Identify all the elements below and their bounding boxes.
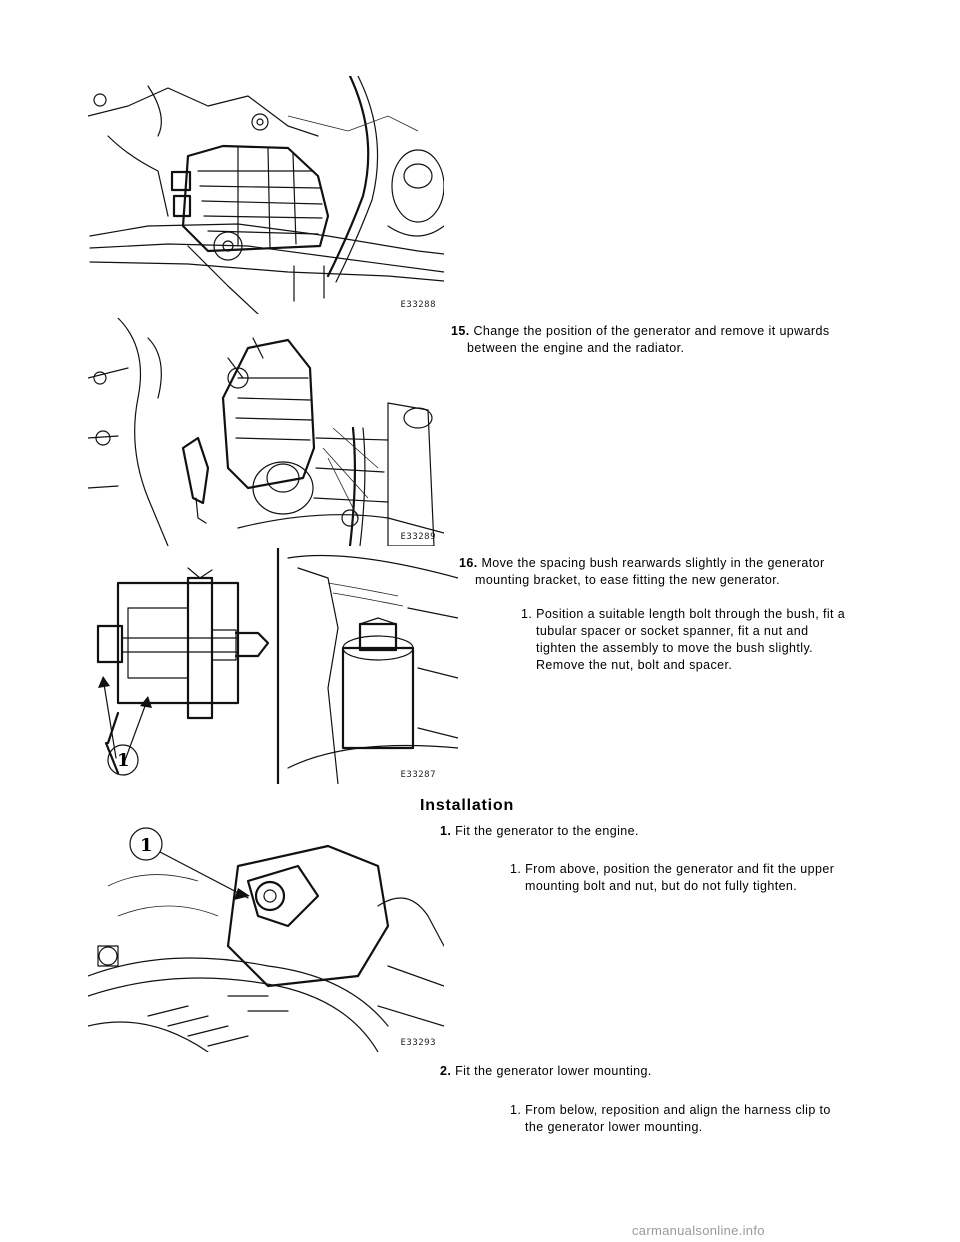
install-step-1: 1. Fit the generator to the engine. <box>440 823 880 840</box>
substep-16-1: 1. Position a suitable length bolt throu… <box>521 606 901 674</box>
watermark: carmanualsonline.info <box>632 1223 765 1238</box>
generator-removal-illustration: E33289 <box>88 318 444 546</box>
step-text: Move the spacing bush rearwards slightly… <box>481 556 825 570</box>
step-text: Fit the generator to the engine. <box>455 824 639 838</box>
spacing-bush-drawing: 1 <box>96 548 458 784</box>
step-text-cont: between the engine and the radiator. <box>467 341 685 355</box>
step-15: 15. Change the position of the generator… <box>451 323 891 357</box>
step-text-cont: mounting bracket, to ease fitting the ne… <box>475 573 781 587</box>
step-text: Change the position of the generator and… <box>473 324 830 338</box>
step-number: 2. <box>440 1064 452 1078</box>
substep-text-cont: the generator lower mounting. <box>525 1120 703 1134</box>
generator-top-view-illustration: E33288 <box>88 76 444 314</box>
substep-text-cont: mounting bolt and nut, but do not fully … <box>525 879 798 893</box>
step-text: Fit the generator lower mounting. <box>455 1064 652 1078</box>
substep-text: 1. Position a suitable length bolt throu… <box>521 607 846 621</box>
figure-code: E33287 <box>400 770 436 780</box>
substep-text-cont: tubular spacer or socket spanner, fit a … <box>536 624 809 638</box>
upper-mounting-illustration: 1 E33293 <box>88 826 444 1052</box>
step-16: 16. Move the spacing bush rearwards slig… <box>459 555 899 589</box>
callout-number: 1 <box>117 750 130 771</box>
step-number: 1. <box>440 824 452 838</box>
callout-number: 1 <box>140 835 153 856</box>
figure-code: E33293 <box>400 1038 436 1048</box>
step-number: 15. <box>451 324 470 338</box>
install-substep-1-1: 1. From above, position the generator an… <box>510 861 900 895</box>
figure-code: E33288 <box>400 300 436 310</box>
step-number: 16. <box>459 556 478 570</box>
upper-mounting-drawing: 1 <box>88 827 444 1052</box>
spacing-bush-illustration: 1 E33287 <box>88 548 458 784</box>
generator-removal-drawing <box>88 318 444 546</box>
substep-text: 1. From above, position the generator an… <box>510 862 835 876</box>
section-heading-installation: Installation <box>420 797 515 814</box>
install-step-2: 2. Fit the generator lower mounting. <box>440 1063 880 1080</box>
substep-text-cont: tighten the assembly to move the bush sl… <box>536 641 814 655</box>
substep-text: 1. From below, reposition and align the … <box>510 1103 831 1117</box>
substep-text-cont: Remove the nut, bolt and spacer. <box>536 658 733 672</box>
figure-code: E33289 <box>400 532 436 542</box>
generator-top-view-drawing <box>88 76 444 314</box>
install-substep-2-1: 1. From below, reposition and align the … <box>510 1102 900 1136</box>
